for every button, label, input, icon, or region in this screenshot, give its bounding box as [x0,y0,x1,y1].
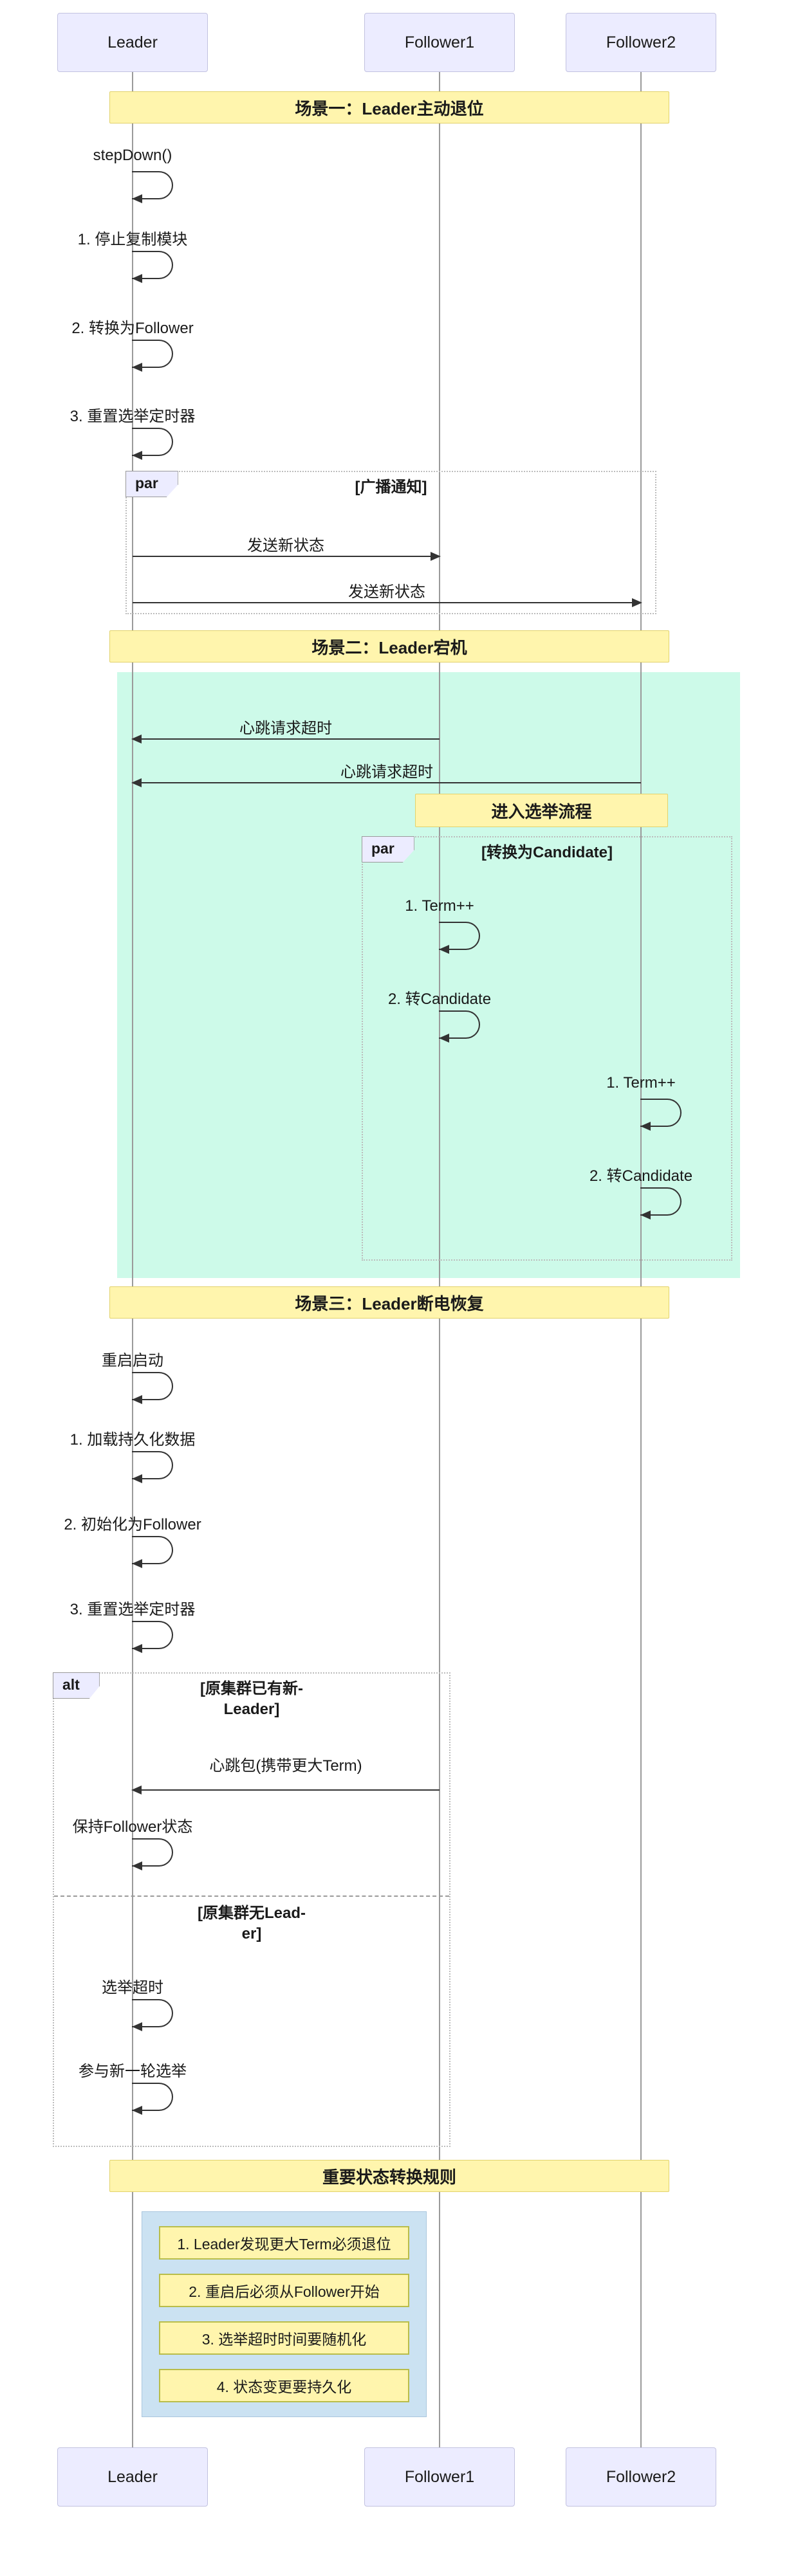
self-loop-arrow [640,1187,682,1219]
self-message-join-election: 参与新一轮选举 [79,2063,187,2080]
par-frame-condition: [转换为Candidate] [481,844,613,861]
self-message-reset-timer: 3. 重置选举定时器 [70,408,196,425]
self-message-f1-term: 1. Term++ [405,897,474,915]
message-send-state-f1: 发送新状态 [247,537,324,554]
banner-rules: 重要状态转换规则 [109,2160,669,2192]
self-message-f2-term: 1. Term++ [606,1074,676,1092]
self-loop-arrow [132,2083,173,2115]
self-loop-arrow [439,1010,480,1043]
participant-follower2-bottom: Follower2 [566,2447,716,2507]
self-message-stepdown: stepDown() [93,147,172,164]
lifeline-leader [132,72,133,2447]
alt-divider [54,1895,449,1897]
participant-follower2-top: Follower2 [566,13,716,72]
participant-follower1-bottom: Follower1 [364,2447,515,2507]
message-arrow-right [133,552,441,561]
participant-follower1-top: Follower1 [364,13,515,72]
alt-condition-line1: [原集群无Lead- [198,1905,306,1922]
alt-condition-line2: er] [241,1925,262,1943]
par-frame-condition: [广播通知] [355,479,427,496]
message-arrow-left [131,1786,440,1795]
self-message-f1-candidate: 2. 转Candidate [387,991,492,1008]
self-message-init-follower: 2. 初始化为Follower [64,1516,201,1533]
rule-item: 4. 状态变更要持久化 [159,2369,409,2402]
alt-frame-condition-1: [原集群已有新- Leader] [200,1679,303,1721]
rule-item: 1. Leader发现更大Term必须退位 [159,2226,409,2260]
message-heartbeat-timeout-f2: 心跳请求超时 [340,763,433,781]
self-loop-arrow [132,171,173,203]
par-frame-broadcast: par [广播通知] [125,471,656,614]
scenario2-highlight-rect [117,672,740,1278]
banner-scenario3: 场景三：Leader断电恢复 [109,1286,669,1319]
banner-scenario1: 场景一：Leader主动退位 [109,91,669,123]
rule-item: 2. 重启后必须从Follower开始 [159,2274,409,2307]
banner-scenario2: 场景二：Leader宕机 [109,630,669,662]
self-message-keep-follower: 保持Follower状态 [72,1818,193,1836]
self-message-reset-timer-2: 3. 重置选举定时器 [70,1601,196,1618]
self-loop-arrow [132,1536,173,1568]
par-frame-label: par [125,471,178,497]
banner-election-start: 进入选举流程 [415,794,668,827]
self-loop-arrow [132,1621,173,1653]
self-loop-arrow [132,1372,173,1404]
participant-leader-bottom: Leader [57,2447,208,2507]
self-loop-arrow [439,922,480,954]
self-loop-arrow [132,1838,173,1870]
message-arrow-right [133,598,642,607]
alt-frame-label: alt [53,1672,100,1699]
participant-leader-top: Leader [57,13,208,72]
alt-frame-condition-2: [原集群无Lead- er] [198,1903,306,1945]
message-heartbeat-bigger-term: 心跳包(携带更大Term) [209,1757,362,1775]
message-arrow-left [131,778,641,787]
alt-condition-line1: [原集群已有新- [200,1680,303,1697]
self-loop-arrow [132,251,173,283]
self-loop-arrow [132,1451,173,1483]
rules-note: 1. Leader发现更大Term必须退位 2. 重启后必须从Follower开… [142,2211,427,2417]
self-message-load-persisted: 1. 加载持久化数据 [70,1431,196,1448]
message-arrow-left [131,735,440,744]
self-message-election-timeout: 选举超时 [102,1979,163,1996]
self-loop-arrow [132,1999,173,2031]
self-loop-arrow [132,428,173,460]
self-loop-arrow [640,1099,682,1131]
message-heartbeat-timeout-f1: 心跳请求超时 [239,720,332,737]
self-loop-arrow [132,340,173,372]
alt-condition-line2: Leader] [223,1701,280,1719]
self-message-stop-replication: 1. 停止复制模块 [77,231,188,248]
rule-item: 3. 选举超时时间要随机化 [159,2321,409,2355]
self-message-f2-candidate: 2. 转Candidate [589,1167,693,1185]
par-frame-candidate: par [转换为Candidate] [362,836,732,1261]
message-send-state-f2: 发送新状态 [348,583,425,601]
self-message-restart: 重启启动 [102,1352,163,1369]
self-message-become-follower: 2. 转换为Follower [71,320,194,337]
alt-frame-recovery: alt [原集群已有新- Leader] [原集群无Lead- er] [53,1672,450,2147]
par-frame-label: par [362,836,414,863]
